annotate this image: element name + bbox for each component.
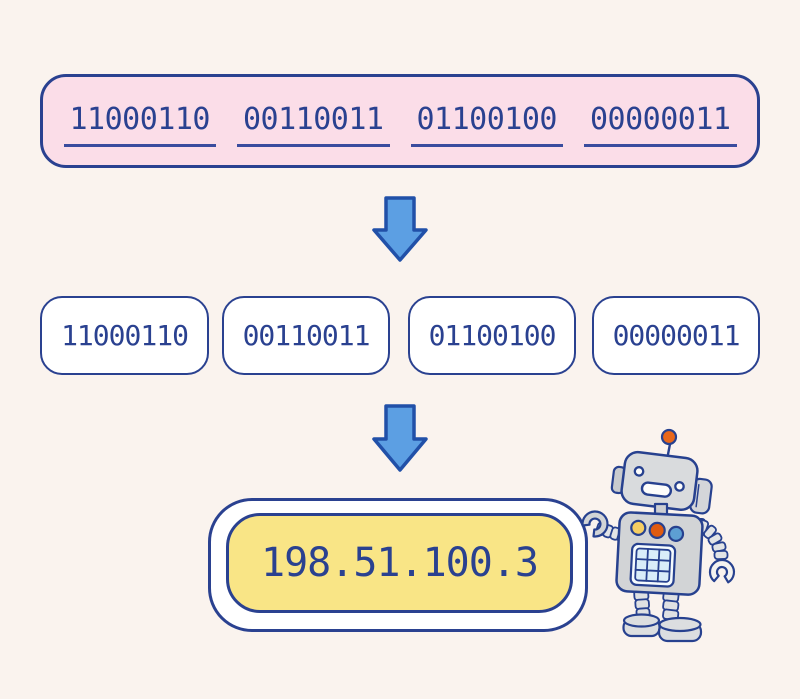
- octet-box: 01100100: [408, 296, 576, 375]
- octet-box: 00000011: [592, 296, 760, 375]
- octet-box: 11000110: [40, 296, 209, 375]
- binary-octet-underlined: 11000110: [63, 102, 216, 147]
- binary-octet-underlined: 00110011: [237, 102, 390, 147]
- ip-result-inner-box: 198.51.100.3: [226, 513, 573, 613]
- binary-octet-underlined: 01100100: [410, 102, 563, 147]
- ip-value: 198.51.100.3: [261, 540, 539, 586]
- arrow-down-icon: [372, 404, 428, 472]
- octet-box: 00110011: [222, 296, 390, 375]
- binary-string-box: 11000110 00110011 01100100 00000011: [40, 74, 760, 168]
- robot-illustration: [581, 428, 736, 643]
- binary-octet-underlined: 00000011: [584, 102, 737, 147]
- arrow-down-icon: [372, 196, 428, 262]
